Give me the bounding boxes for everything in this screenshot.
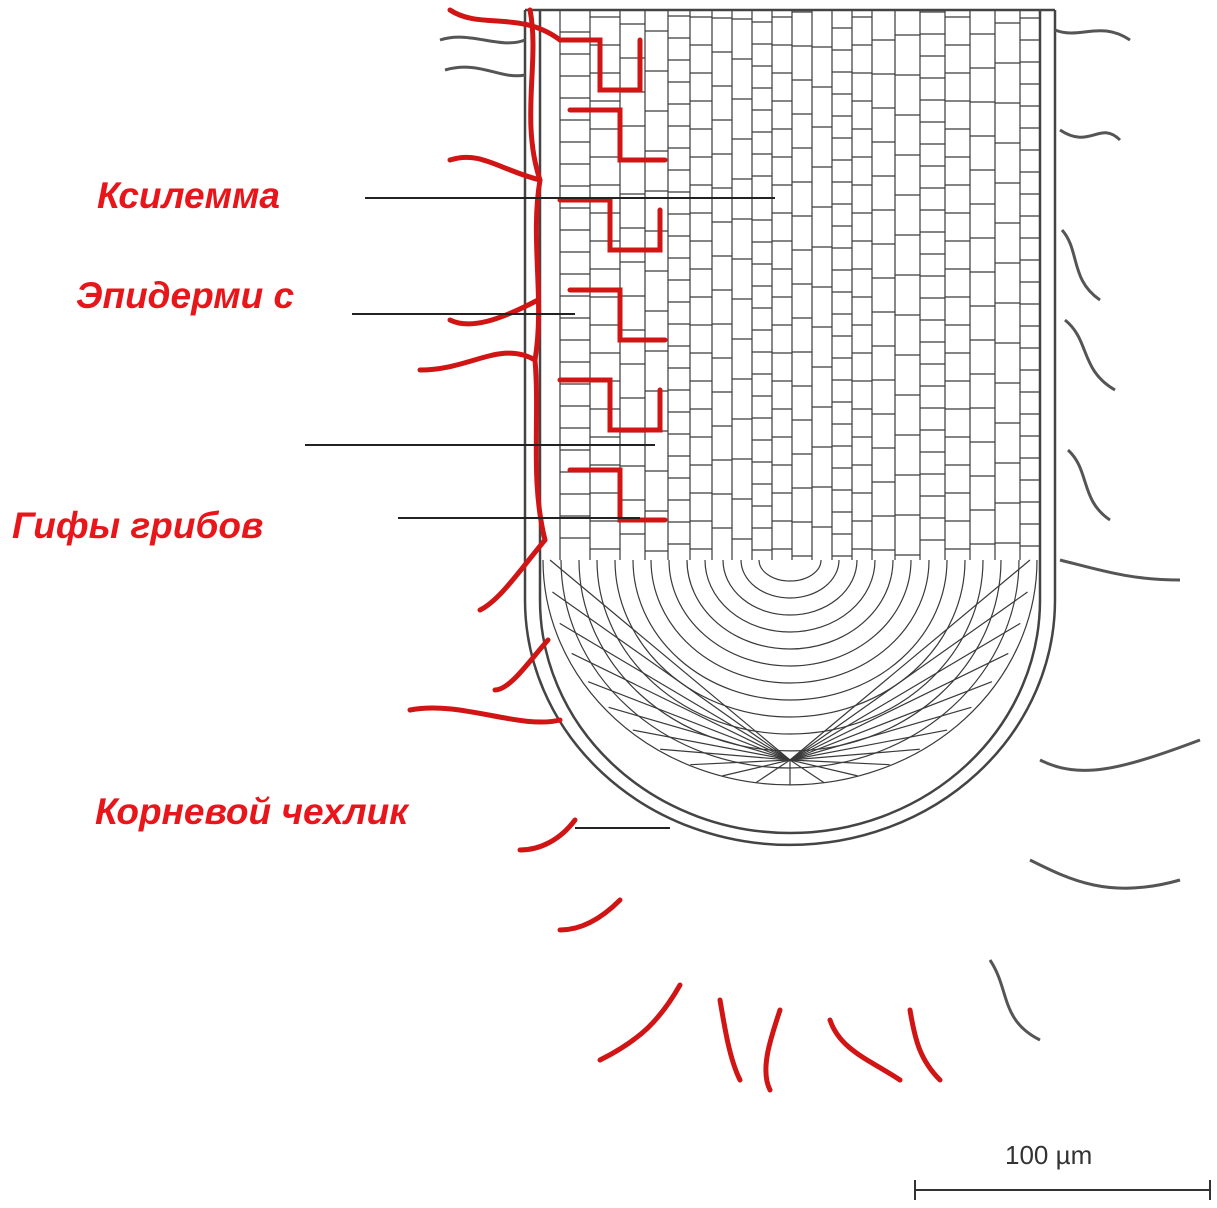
meristem-ring: [669, 560, 911, 666]
meristem-ring: [723, 560, 857, 615]
gray-hypha: [440, 37, 525, 43]
red-hypha: [720, 1000, 740, 1080]
gray-hypha: [1060, 130, 1120, 140]
red-hypha: [570, 110, 665, 160]
gray-hypha: [1055, 30, 1130, 40]
red-hypha: [570, 290, 665, 340]
gray-hypha: [1068, 450, 1110, 520]
meristem-ring: [705, 560, 875, 632]
red-hypha: [830, 1020, 900, 1080]
red-hypha: [420, 353, 535, 370]
scale-bar: [915, 1180, 1210, 1200]
gray-hypha: [990, 960, 1040, 1040]
red-hypha: [410, 708, 560, 722]
red-hypha: [600, 985, 680, 1060]
red-hypha: [450, 10, 560, 40]
gray-hypha: [1060, 560, 1180, 580]
gray-hypha: [1040, 740, 1200, 770]
red-hypha: [530, 10, 545, 540]
meristem-ring: [741, 560, 839, 598]
radial-cell-wall: [790, 682, 992, 760]
gray-hypha: [1065, 320, 1115, 390]
red-hypha: [910, 1010, 940, 1080]
red-hypha: [520, 820, 575, 850]
meristem-ring: [561, 560, 1019, 768]
red-hypha: [560, 40, 640, 90]
label-root-cap: Корневой чехлик: [95, 788, 408, 835]
red-hypha: [766, 1010, 780, 1090]
masked-label-box: [125, 412, 305, 462]
gray-hypha: [1030, 860, 1180, 888]
red-hypha: [570, 470, 665, 520]
meristem-ring: [687, 560, 893, 649]
gray-hypha: [1062, 230, 1100, 300]
meristem-ring: [651, 560, 929, 683]
meristem-ring: [615, 560, 965, 717]
red-hypha: [560, 900, 620, 930]
red-hypha: [480, 540, 545, 610]
label-fungal-hyphae: Гифы грибов: [12, 502, 263, 549]
red-hypha: [450, 157, 540, 180]
external-fungal-hyphae: [440, 30, 1200, 1040]
label-epidermis: Эпидерми с: [60, 272, 310, 319]
red-fungal-hyphae: [410, 10, 940, 1090]
radial-cell-wall: [790, 592, 1028, 760]
radial-cell-wall: [588, 682, 790, 760]
root-outline: [525, 10, 1055, 845]
meristem-ring: [759, 560, 821, 581]
scale-bar-label: 100 µm: [1005, 1140, 1092, 1171]
label-xylem: Ксилемма: [97, 172, 280, 219]
radial-cell-wall: [552, 592, 790, 760]
root-boundary: [525, 10, 1055, 845]
gray-hypha: [445, 67, 525, 76]
